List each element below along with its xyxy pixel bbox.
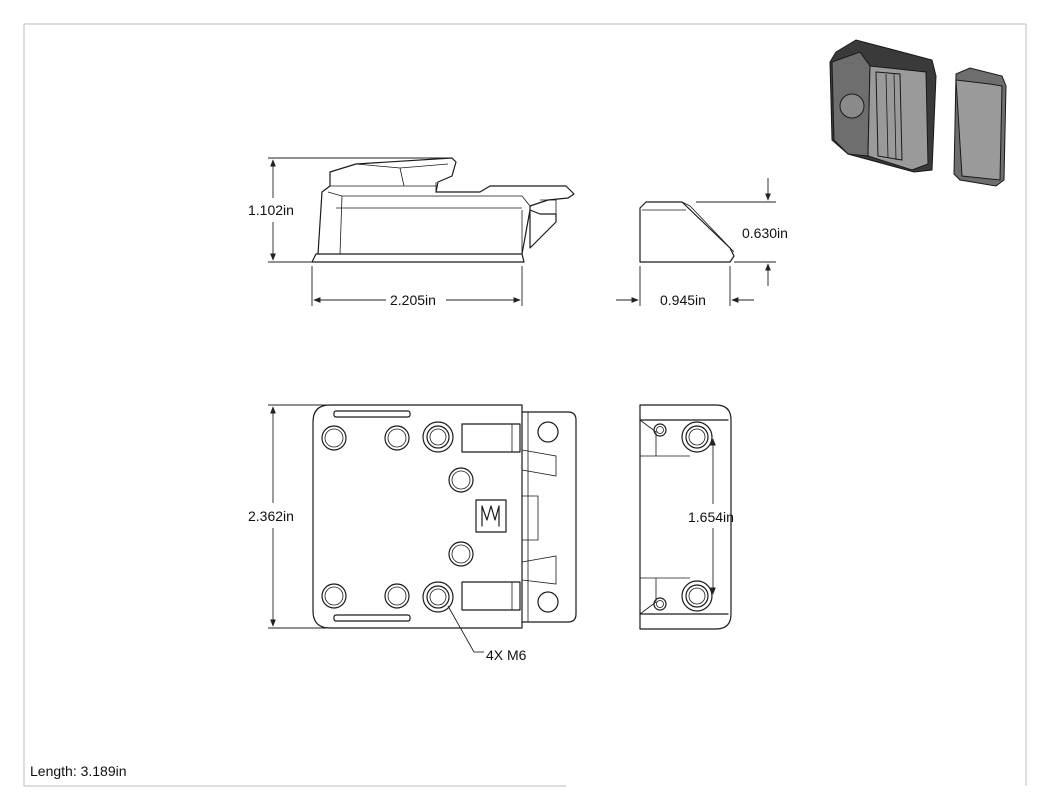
spring-symbol-icon [475,499,507,533]
isometric-render-icon [829,39,1007,187]
dim-label-side-width: 2.205in [390,292,436,308]
dim-side-width [311,266,523,306]
dim-label-end-height: 0.630in [742,225,788,241]
top-view [312,404,577,629]
dim-label-end-width: 0.945in [660,292,706,308]
dim-side-height [268,157,450,263]
end-view [639,201,735,263]
footer-length: Length: 3.189in [30,763,127,779]
dim-label-top-height: 2.362in [248,508,294,524]
right-side-view [639,404,732,630]
dim-hole-callout [447,605,484,653]
dim-top-height [268,404,330,629]
dim-label-hole-callout: 4X M6 [486,647,527,663]
drawing-frame [23,23,1027,787]
dim-end-width [616,266,754,306]
dim-end-height [696,178,776,286]
side-view [311,157,575,263]
dim-label-side-height: 1.102in [248,202,294,218]
dim-label-hole-spacing: 1.654in [688,509,734,525]
